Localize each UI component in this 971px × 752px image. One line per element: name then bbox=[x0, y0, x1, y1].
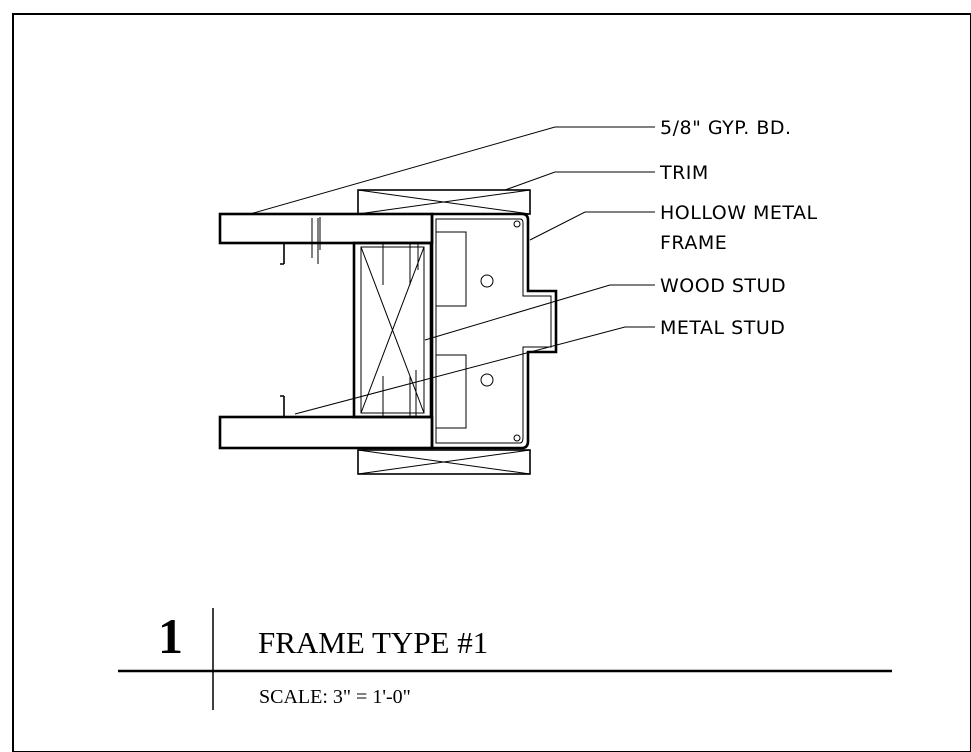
trim-top bbox=[357, 189, 531, 215]
title-block: 1 FRAME TYPE #1 SCALE: 3" = 1'-0" bbox=[118, 608, 892, 710]
label-wood-stud: WOOD STUD bbox=[660, 275, 786, 297]
gyp-board-bottom bbox=[218, 415, 434, 450]
sheet-border bbox=[12, 13, 971, 752]
hollow-metal-frame bbox=[430, 212, 558, 450]
label-gyp-board: 5/8" GYP. BD. bbox=[660, 117, 792, 139]
gyp-board-top bbox=[218, 212, 434, 245]
wood-stud bbox=[352, 241, 433, 419]
label-metal-stud: METAL STUD bbox=[660, 317, 785, 339]
metal-stud bbox=[280, 217, 354, 418]
frame-detail: 5/8" GYP. BD. TRIM HOLLOW METAL FRAME WO… bbox=[218, 117, 818, 475]
trim-bottom bbox=[357, 449, 531, 475]
fasteners bbox=[311, 218, 419, 416]
label-hollow-metal: HOLLOW METAL bbox=[660, 202, 818, 224]
label-trim: TRIM bbox=[659, 162, 709, 184]
leader-lines bbox=[249, 126, 655, 415]
detail-scale: SCALE: 3" = 1'-0" bbox=[259, 686, 411, 708]
label-frame: FRAME bbox=[660, 232, 727, 254]
detail-title: FRAME TYPE #1 bbox=[258, 625, 488, 660]
detail-number: 1 bbox=[158, 608, 183, 664]
